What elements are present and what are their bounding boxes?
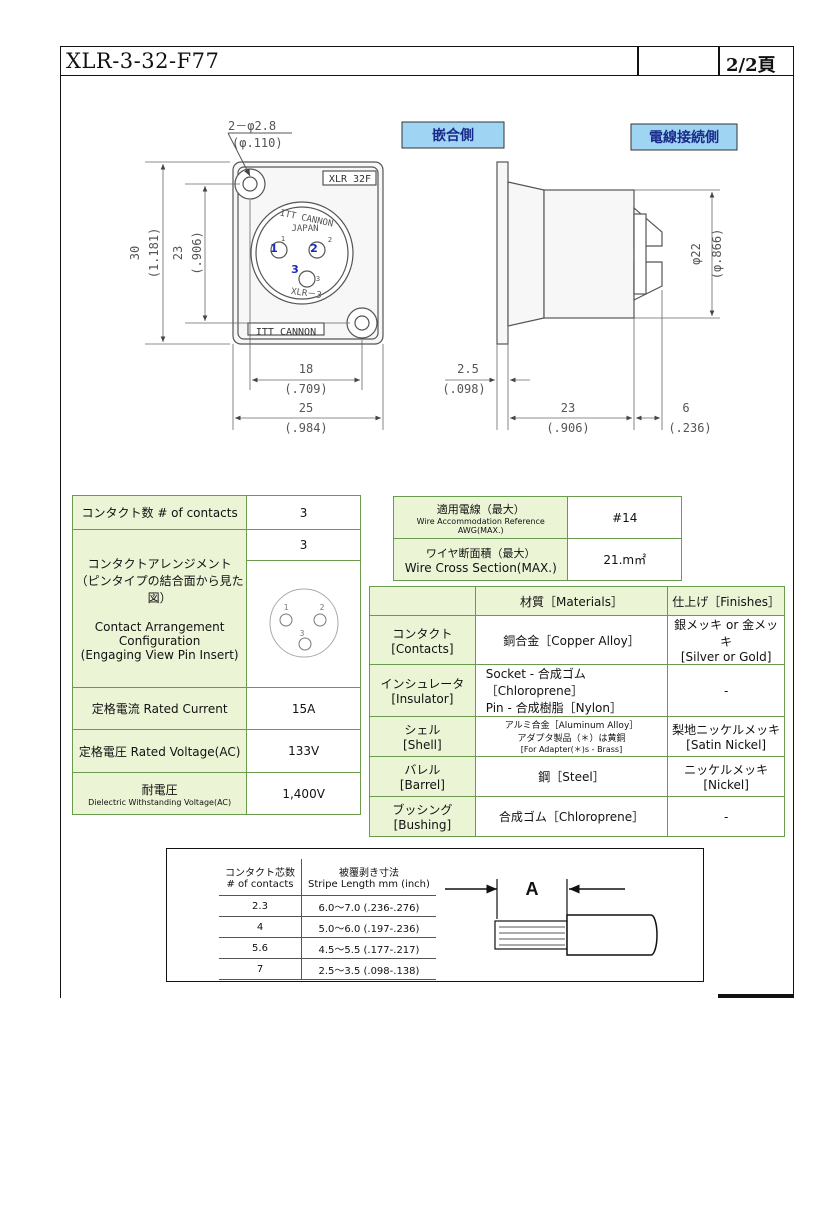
wire-strip-drawing: A bbox=[445, 879, 658, 956]
connector-drawing: 嵌合側 電線接続側 XLR 32F ITT CANNON ITT CANNON … bbox=[128, 119, 738, 435]
dim-6-inch: (.236) bbox=[668, 421, 711, 435]
title-divider bbox=[637, 46, 639, 76]
rated-current-value: 15A bbox=[246, 687, 361, 730]
dim-6: 6 bbox=[682, 401, 689, 415]
dim-2-5: 2.5 bbox=[457, 362, 479, 376]
mating-side-box bbox=[401, 121, 505, 149]
arr-pin-1: 1 bbox=[283, 603, 288, 612]
pin-3-label: 3 bbox=[291, 263, 299, 276]
finish-barrel: ニッケルメッキ[Nickel] bbox=[667, 756, 785, 797]
dim-23-inch: (.906) bbox=[190, 231, 204, 274]
strip-contacts: 5.6 bbox=[219, 937, 302, 959]
arrangement-diagram: 1 2 3 bbox=[246, 560, 361, 688]
wire-table: 適用電線（最大） Wire Accommodation Reference AW… bbox=[392, 496, 682, 581]
part-insulator: インシュレータ[Insulator] bbox=[369, 664, 476, 717]
marking-xlr32f: XLR 32F bbox=[329, 174, 371, 185]
part-barrel: バレル[Barrel] bbox=[369, 756, 476, 797]
hole-dim-label: 2－φ2.8 bbox=[228, 119, 276, 133]
material-contacts: 銅合金［Copper Alloy］ bbox=[474, 615, 669, 665]
dim-30: 30 bbox=[128, 246, 142, 260]
strip-dimension-a: A bbox=[526, 879, 539, 899]
wire-side-label: 電線接続側 bbox=[649, 129, 719, 146]
rated-voltage-label: 定格電圧 Rated Voltage(AC) bbox=[71, 729, 248, 773]
dim-22: φ22 bbox=[689, 243, 703, 265]
title-bar bbox=[60, 46, 794, 76]
material-insulator: Socket - 合成ゴム［Chloroprene］Pin - 合成樹脂［Nyl… bbox=[474, 664, 669, 717]
awg-value: #14 bbox=[567, 496, 682, 539]
wire-side-box bbox=[630, 123, 738, 151]
mating-side-label: 嵌合側 bbox=[432, 127, 474, 144]
finish-contacts: 銀メッキ or 金メッキ[Silver or Gold] bbox=[667, 615, 785, 665]
arr-pin-2: 2 bbox=[319, 603, 324, 612]
strip-length: 6.0～7.0 (.236-.276) bbox=[301, 895, 436, 917]
dim-23: 23 bbox=[171, 246, 185, 260]
material-barrel: 鋼［Steel］ bbox=[474, 756, 669, 797]
pin-1-label: 1 bbox=[270, 242, 278, 255]
finish-bushing: - bbox=[667, 796, 785, 837]
arrangement-label: コンタクトアレンジメント （ピンタイプの結合面から見た図） Contact Ar… bbox=[71, 529, 248, 688]
materials-head: 材質［Materials］ bbox=[474, 586, 669, 616]
strip-contacts: 7 bbox=[219, 958, 302, 980]
awg-label: 適用電線（最大） Wire Accommodation Reference AW… bbox=[392, 496, 569, 539]
materials-table: 材質［Materials］ 仕上げ［Finishes］ コンタクト[Contac… bbox=[369, 586, 785, 837]
bottom-rule bbox=[718, 994, 794, 998]
dim-23-side-inch: (.906) bbox=[546, 421, 589, 435]
pin-3-small: 3 bbox=[316, 275, 320, 283]
contacts-value: 3 bbox=[246, 495, 361, 530]
strip-length: 4.5～5.5 (.177-.217) bbox=[301, 937, 436, 959]
strip-head-contacts: コンタクト芯数# of contacts bbox=[219, 859, 302, 896]
pin-1-small: 1 bbox=[281, 235, 285, 243]
dim-23-side: 23 bbox=[561, 401, 575, 415]
dim-30-inch: (1.181) bbox=[147, 228, 161, 279]
pin-2-label: 2 bbox=[310, 242, 318, 255]
part-contacts: コンタクト[Contacts] bbox=[369, 615, 476, 665]
dim-18: 18 bbox=[299, 362, 313, 376]
finish-insulator: - bbox=[667, 664, 785, 717]
part-shell: シェル[Shell] bbox=[369, 716, 476, 757]
dim-2-5-inch: (.098) bbox=[442, 382, 485, 396]
arr-pin-3: 3 bbox=[299, 629, 304, 638]
title-divider bbox=[718, 46, 720, 76]
ratings-table: コンタクト数 # of contacts 3 コンタクトアレンジメント （ピンタ… bbox=[71, 495, 361, 815]
arrangement-value: 3 bbox=[246, 529, 361, 561]
page-number: 2/2頁 bbox=[726, 55, 776, 76]
finish-shell: 梨地ニッケルメッキ[Satin Nickel] bbox=[667, 716, 785, 757]
marking-xlr3: XLR－3 bbox=[290, 287, 322, 301]
rated-current-label: 定格電流 Rated Current bbox=[71, 687, 248, 730]
part-number-title: XLR-3-32-F77 bbox=[66, 49, 220, 73]
dim-25-inch: (.984) bbox=[284, 421, 327, 435]
material-shell: アルミ合金［Aluminum Alloy］アダプタ製品（＊）は黄銅[For Ad… bbox=[474, 716, 669, 757]
dim-18-inch: (.709) bbox=[284, 382, 327, 396]
pin-2-small: 2 bbox=[328, 236, 332, 244]
strip-length: 5.0～6.0 (.197-.236) bbox=[301, 916, 436, 938]
strip-contacts: 4 bbox=[219, 916, 302, 938]
rated-voltage-value: 133V bbox=[246, 729, 361, 773]
dielectric-label: 耐電圧 Dielectric Withstanding Voltage(AC) bbox=[71, 772, 248, 815]
contacts-label: コンタクト数 # of contacts bbox=[71, 495, 248, 530]
cross-section-label: ワイヤ断面積（最大） Wire Cross Section(MAX.) bbox=[392, 538, 569, 581]
strip-length: 2.5～3.5 (.098-.138) bbox=[301, 958, 436, 980]
finishes-head: 仕上げ［Finishes］ bbox=[667, 586, 785, 616]
marking-japan: JAPAN bbox=[291, 224, 318, 234]
hole-dim-inch: (φ.110) bbox=[232, 136, 283, 150]
marking-cannon-bottom: ITT CANNON bbox=[256, 327, 316, 338]
materials-head-blank bbox=[369, 586, 476, 616]
cross-section-value: 21.m㎡ bbox=[567, 538, 682, 581]
dim-22-inch: (φ.866) bbox=[710, 229, 724, 280]
strip-contacts: 2.3 bbox=[219, 895, 302, 917]
dielectric-value: 1,400V bbox=[246, 772, 361, 815]
dim-25: 25 bbox=[299, 401, 313, 415]
side-flange bbox=[496, 161, 509, 345]
material-bushing: 合成ゴム［Chloroprene］ bbox=[474, 796, 669, 837]
part-bushing: ブッシング[Bushing] bbox=[369, 796, 476, 837]
